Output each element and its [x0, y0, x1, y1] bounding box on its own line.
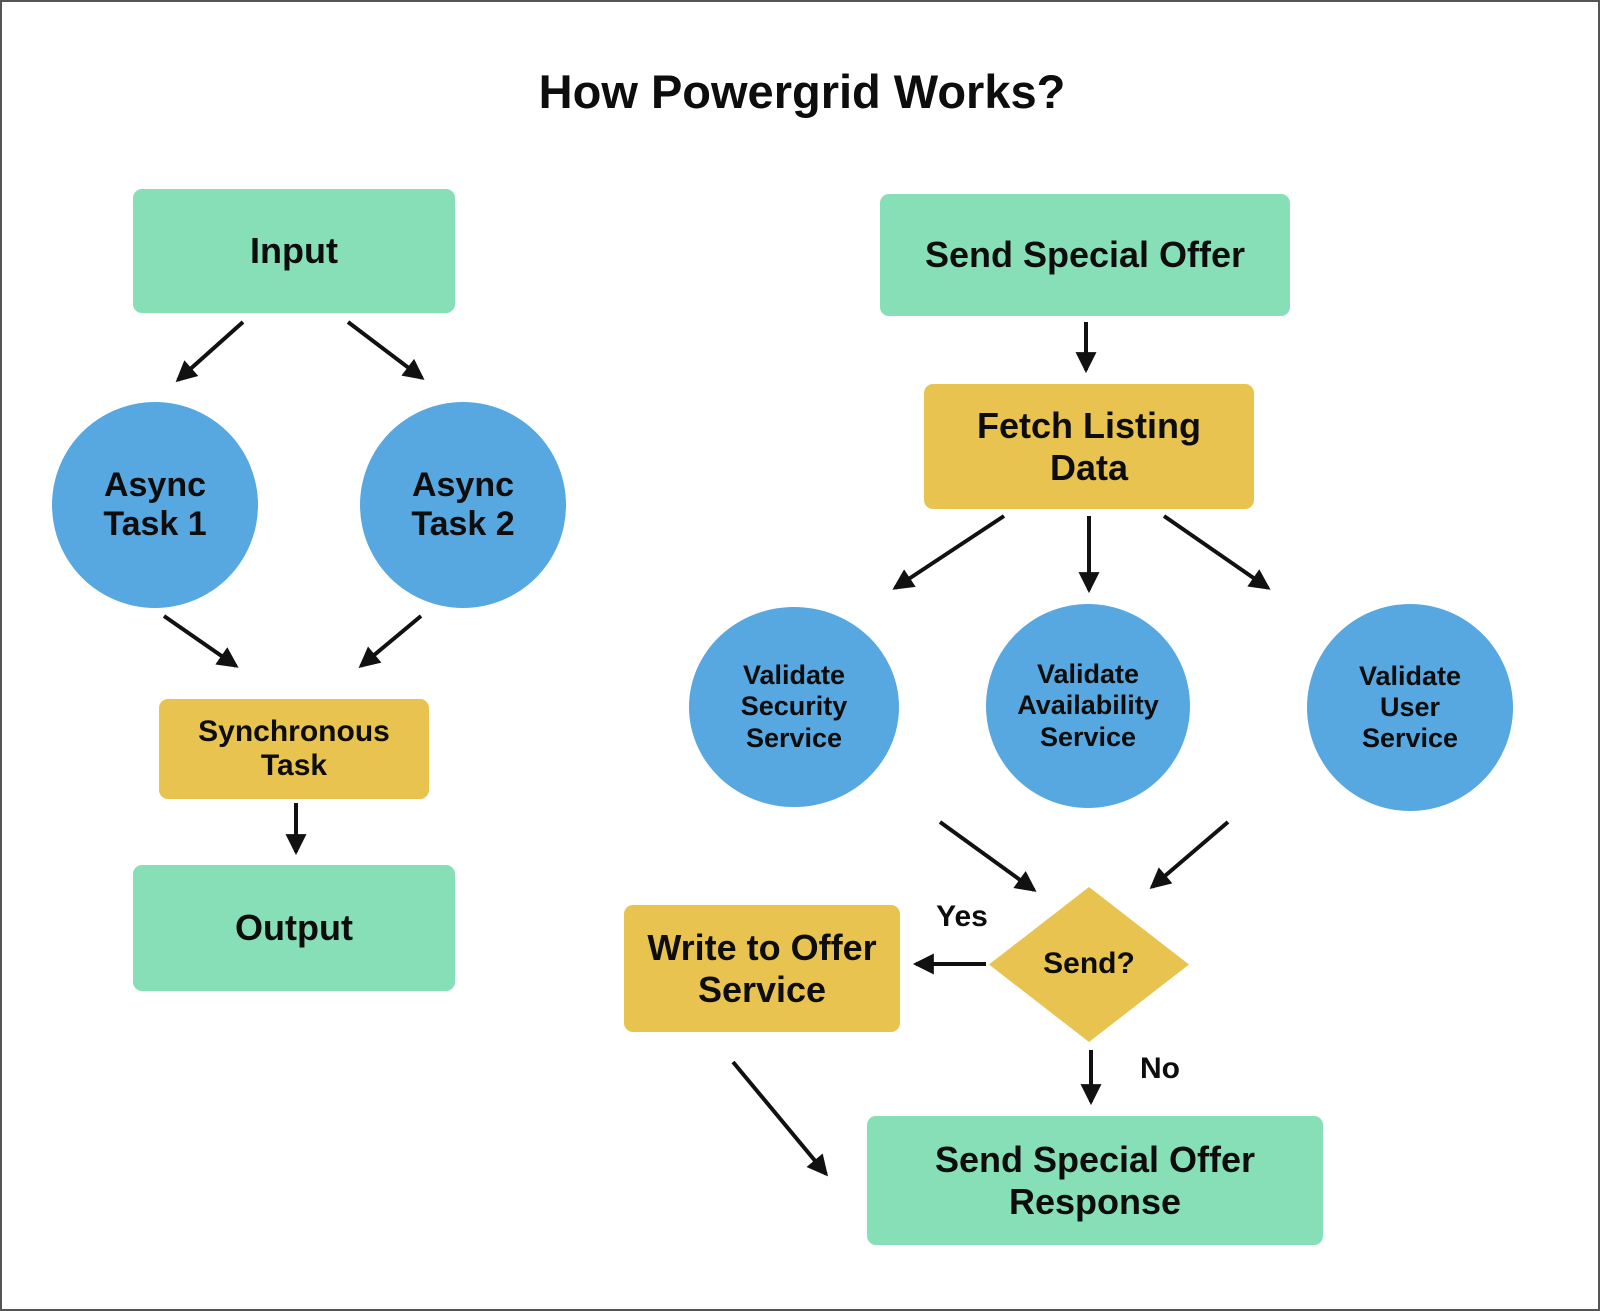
edge-label-yes: Yes	[936, 900, 988, 933]
arrow-fetch-to-validate-user	[1162, 514, 1271, 590]
node-write-to-offer-service: Write to Offer Service	[624, 905, 900, 1032]
node-output: Output	[133, 865, 455, 991]
node-input: Input	[133, 189, 455, 313]
arrow-async-task-1-to-synchronous-task	[162, 614, 239, 668]
node-synchronous-task: Synchronous Task	[159, 699, 429, 799]
edge-label-no: No	[1140, 1052, 1180, 1085]
node-fetch-listing-data: Fetch Listing Data	[924, 384, 1254, 509]
node-validate-security-service: Validate Security Service	[689, 607, 899, 807]
node-async-task-1: Async Task 1	[52, 402, 258, 608]
arrow-validate-user-to-decision	[1149, 820, 1230, 890]
arrow-write-to-response	[731, 1060, 829, 1177]
arrow-fetch-to-validate-security	[892, 514, 1006, 590]
arrow-validate-security-to-decision	[938, 820, 1037, 892]
arrow-input-to-async-task-1	[175, 320, 245, 383]
node-send-special-offer-response: Send Special Offer Response	[867, 1116, 1323, 1245]
node-validate-availability-service: Validate Availability Service	[986, 604, 1190, 808]
node-send-special-offer: Send Special Offer	[880, 194, 1290, 316]
node-async-task-2: Async Task 2	[360, 402, 566, 608]
arrow-input-to-async-task-2	[346, 320, 425, 380]
arrow-async-task-2-to-synchronous-task	[358, 614, 423, 669]
diagram-title: How Powergrid Works?	[538, 65, 1066, 118]
node-validate-user-service: Validate User Service	[1307, 604, 1513, 811]
